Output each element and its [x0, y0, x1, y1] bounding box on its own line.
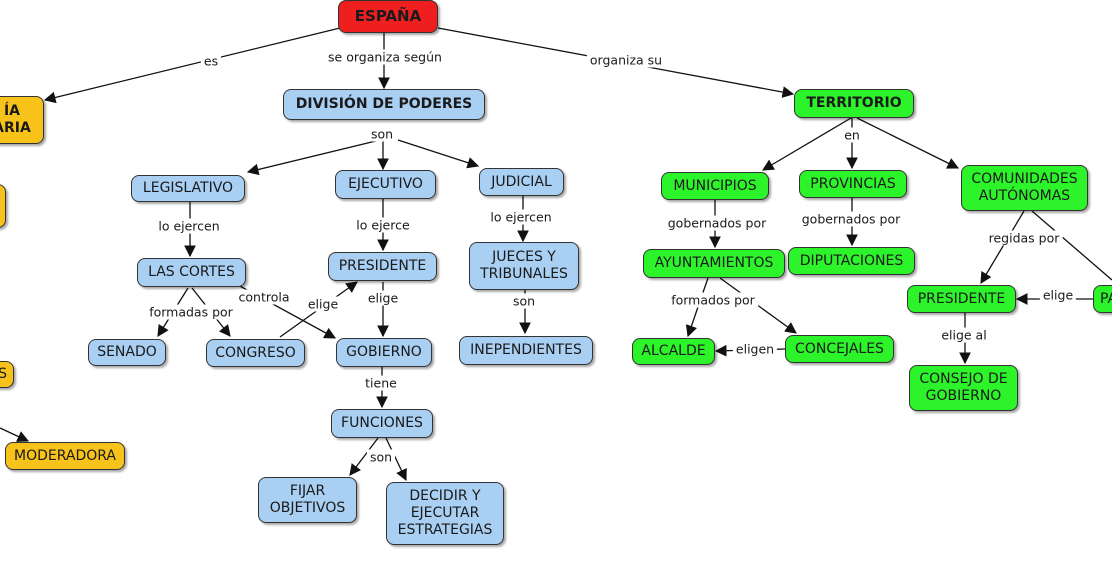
- link-label-son: son: [367, 126, 397, 142]
- node-alcalde: ALCALDE: [632, 338, 715, 365]
- node-comunidades-autonomas: COMUNIDADES AUTÓNOMAS: [961, 165, 1088, 211]
- link-label-formadas-por: formadas por: [146, 304, 236, 320]
- node-fijar-objetivos: FIJAR OBJETIVOS: [258, 477, 357, 523]
- link-label-elige-al: elige al: [938, 327, 990, 343]
- link-label-es: es: [200, 53, 222, 69]
- link-label-gobernados-por: gobernados por: [664, 215, 770, 231]
- link-label-tiene: tiene: [362, 375, 400, 391]
- link-label-regidas-por: regidas por: [985, 230, 1063, 246]
- link-label-formados-por: formados por: [668, 292, 758, 308]
- node-territorio: TERRITORIO: [794, 89, 914, 118]
- node-orange-partial-2: S: [0, 361, 14, 388]
- link-label-en: en: [841, 127, 863, 143]
- link-label-lo-ejerce: lo ejerce: [353, 217, 413, 233]
- node-division-de-poderes: DIVISIÓN DE PODERES: [283, 89, 485, 120]
- node-judicial: JUDICIAL: [479, 168, 564, 196]
- node-concejales: CONCEJALES: [785, 335, 894, 363]
- link-label-gobernados-por: gobernados por: [798, 211, 904, 227]
- node-jueces-tribunales: JUECES Y TRIBUNALES: [469, 242, 579, 290]
- node-congreso: CONGRESO: [206, 339, 305, 367]
- node-moderadora: MODERADORA: [5, 442, 125, 470]
- node-ejecutivo: EJECUTIVO: [335, 170, 436, 199]
- link-label-se-organiza-segun: se organiza según: [325, 49, 445, 65]
- link-label-elige: elige: [364, 290, 402, 306]
- node-presidente: PRESIDENTE: [328, 252, 437, 281]
- link-label-lo-ejercen: lo ejercen: [155, 218, 223, 234]
- node-funciones: FUNCIONES: [331, 409, 433, 438]
- link-label-elige: elige: [304, 296, 342, 312]
- node-municipios: MUNICIPIOS: [661, 172, 769, 200]
- node-consejo-de-gobierno: CONSEJO DE GOBIERNO: [909, 365, 1018, 411]
- node-legislativo: LEGISLATIVO: [131, 175, 245, 202]
- node-inependientes: INEPENDIENTES: [459, 336, 593, 365]
- node-parlamento-partial: PA: [1093, 285, 1112, 313]
- node-senado: SENADO: [88, 339, 166, 366]
- link-label-lo-ejercen: lo ejercen: [487, 209, 555, 225]
- node-gobierno: GOBIERNO: [336, 338, 432, 367]
- node-decidir-ejecutar: DECIDIR Y EJECUTAR ESTRATEGIAS: [386, 482, 504, 545]
- node-ayuntamientos: AYUNTAMIENTOS: [643, 249, 785, 278]
- link-label-organiza-su: organiza su: [586, 52, 666, 68]
- link-label-eligen: eligen: [732, 341, 778, 357]
- link-label-son: son: [509, 293, 539, 309]
- link-label-son: son: [366, 449, 396, 465]
- node-espana: ESPAÑA: [338, 0, 438, 33]
- link-label-elige: elige: [1039, 287, 1077, 303]
- node-orange-partial-1: [0, 184, 6, 228]
- link-label-controla: controla: [235, 289, 293, 305]
- node-presidente-ca: PRESIDENTE: [907, 285, 1016, 313]
- node-provincias: PROVINCIAS: [799, 170, 907, 198]
- node-las-cortes: LAS CORTES: [137, 258, 246, 287]
- node-diputaciones: DIPUTACIONES: [788, 247, 915, 275]
